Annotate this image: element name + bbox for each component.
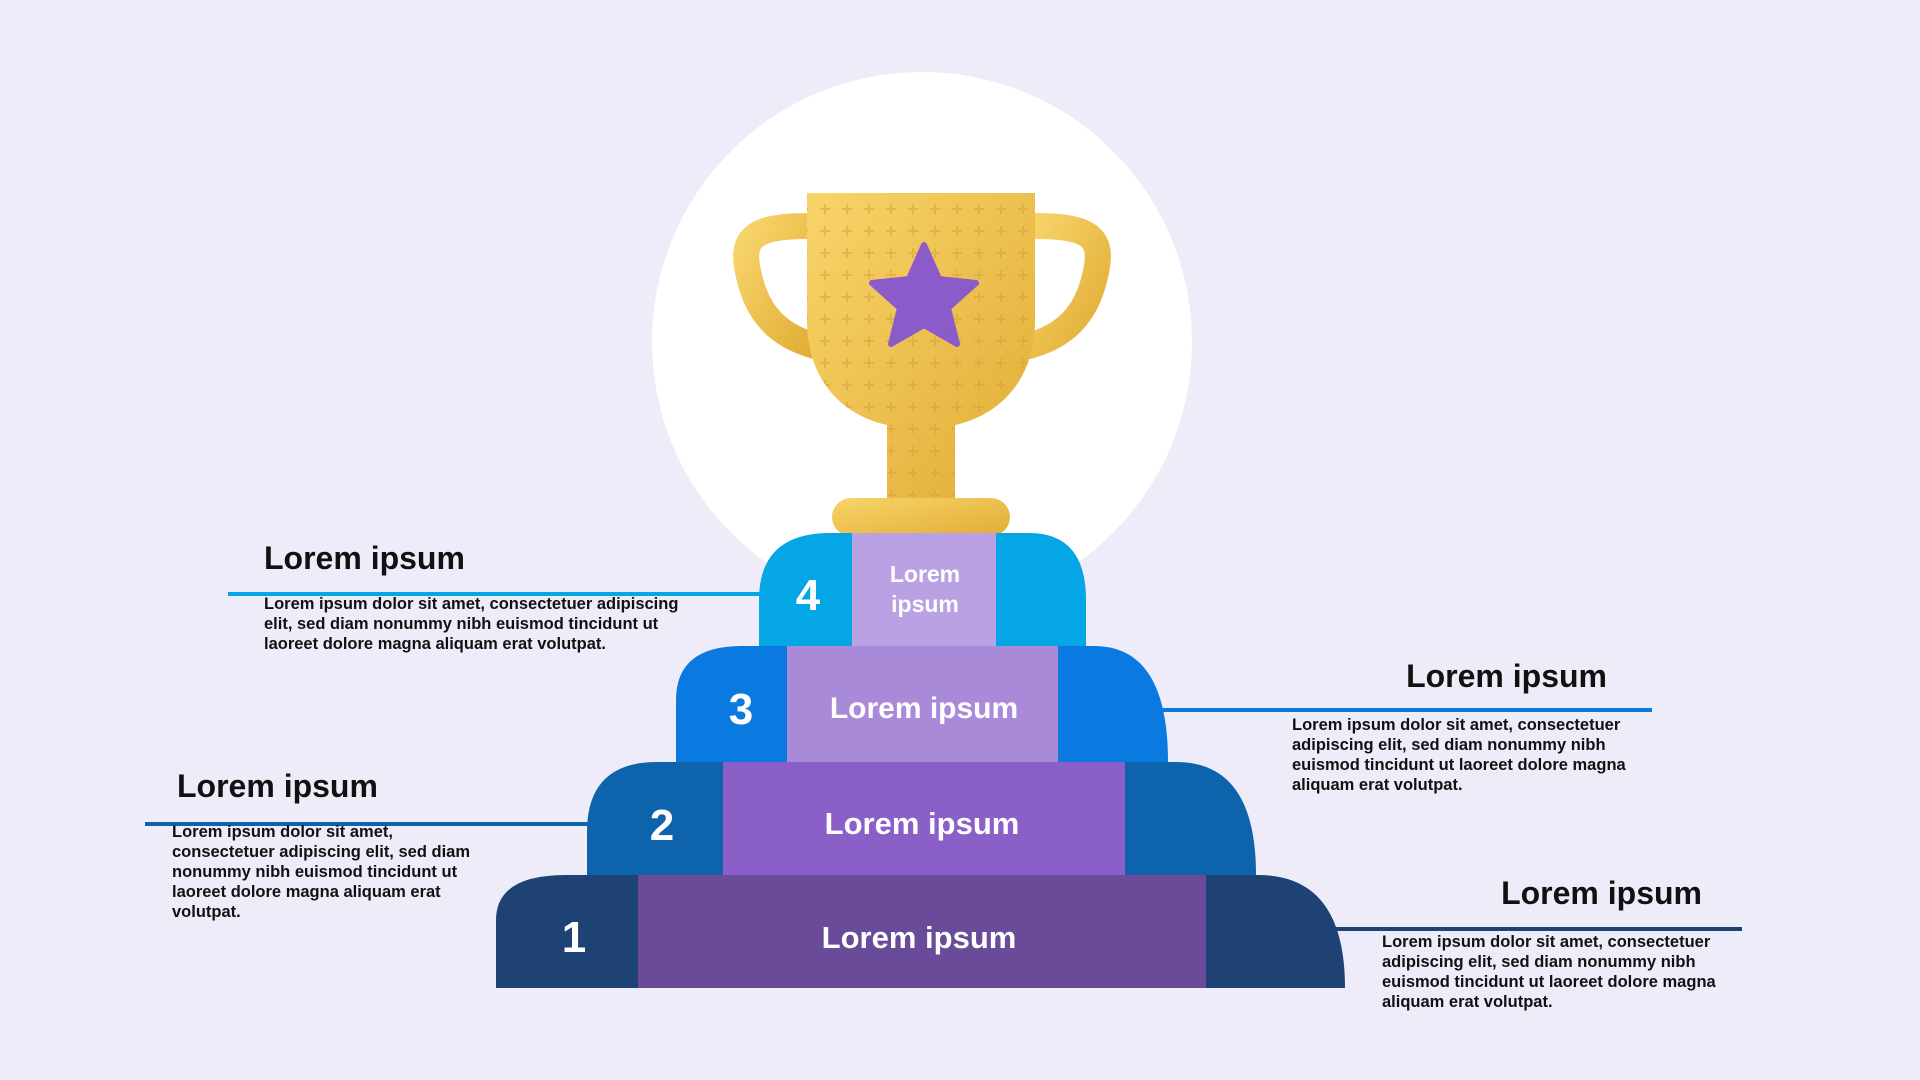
step-4-number: 4 <box>796 571 821 620</box>
podium-step-1: 1 Lorem ipsum <box>496 875 1345 988</box>
step-1-connector <box>1330 927 1742 931</box>
step-2-label: Lorem ipsum <box>825 806 1020 841</box>
callout-step-4-body: Lorem ipsum dolor sit amet, consectetuer… <box>264 595 679 653</box>
step-3-number: 3 <box>729 685 753 734</box>
podium-step-3: 3 Lorem ipsum <box>676 646 1168 762</box>
callout-step-3: Lorem ipsum Lorem ipsum dolor sit amet, … <box>1292 658 1637 795</box>
step-2-number: 2 <box>650 801 674 850</box>
callout-step-3-body: Lorem ipsum dolor sit amet, consectetuer… <box>1292 716 1626 794</box>
podium-step-4: 4 Lorem ipsum <box>759 533 1086 646</box>
step-4-label-line2: ipsum <box>891 591 959 617</box>
callout-step-4-title: Lorem ipsum <box>264 540 465 576</box>
step-1-number: 1 <box>562 913 586 962</box>
callout-step-4: Lorem ipsum Lorem ipsum dolor sit amet, … <box>264 540 684 654</box>
star-icon <box>869 242 979 347</box>
callout-step-1: Lorem ipsum Lorem ipsum dolor sit amet, … <box>1382 875 1732 1012</box>
podium-step-2: 2 Lorem ipsum <box>587 762 1256 875</box>
step-4-connector <box>228 592 763 596</box>
callout-step-2: Lorem ipsum Lorem ipsum dolor sit amet, … <box>172 768 482 922</box>
step-1-label: Lorem ipsum <box>822 920 1017 955</box>
step-3-label: Lorem ipsum <box>830 692 1018 725</box>
callout-step-3-title: Lorem ipsum <box>1406 658 1607 694</box>
trophy-icon <box>733 193 1111 536</box>
step-2-connector <box>145 822 600 826</box>
callout-step-1-body: Lorem ipsum dolor sit amet, consectetuer… <box>1382 933 1716 1011</box>
step-3-connector <box>1162 708 1652 712</box>
callout-step-2-body: Lorem ipsum dolor sit amet, consectetuer… <box>172 823 471 921</box>
step-4-label-line1: Lorem <box>890 561 960 587</box>
callout-step-1-title: Lorem ipsum <box>1501 875 1702 911</box>
callout-step-2-title: Lorem ipsum <box>177 768 378 804</box>
